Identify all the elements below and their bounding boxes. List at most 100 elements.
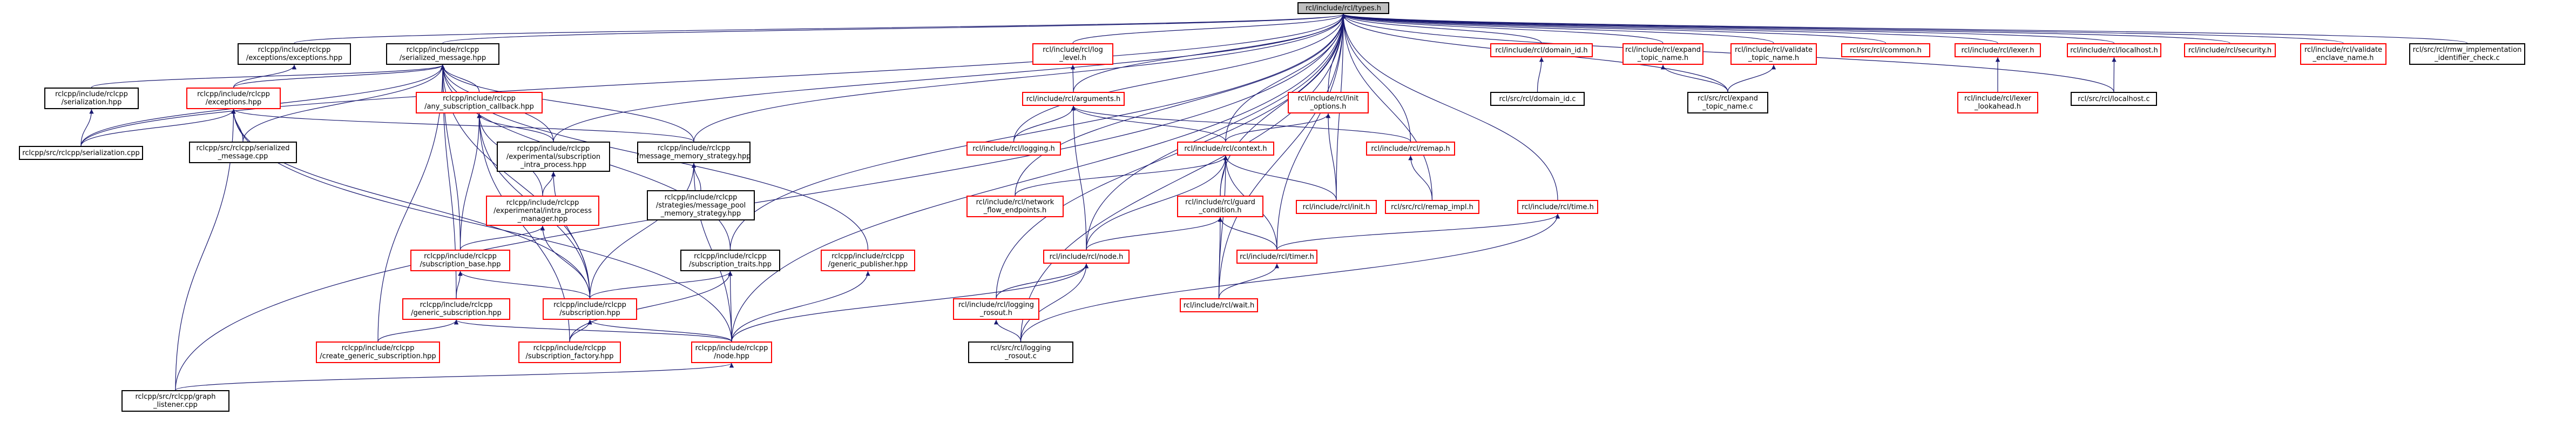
dependency-edge <box>1013 105 1076 142</box>
node-rcl-expand-topic-name-c[interactable]: rcl/src/rcl/expand _topic_name.c <box>1687 92 1768 113</box>
node-rclcpp-exceptions-exceptions-hpp[interactable]: rclcpp/include/rclcpp /exceptions/except… <box>238 43 351 65</box>
dependency-edge <box>540 225 591 299</box>
node-rcl-init-options-h[interactable]: rcl/include/rcl/init _options.h <box>1288 92 1369 113</box>
node-rcl-node-h[interactable]: rcl/include/rcl/node.h <box>1043 250 1130 264</box>
node-rcl-expand-topic-name-h[interactable]: rcl/include/rcl/expand _topic_name.h <box>1622 43 1703 65</box>
node-rcl-remap-impl-h[interactable]: rcl/src/rcl/remap_impl.h <box>1385 200 1479 214</box>
dependency-edge <box>1218 217 1223 299</box>
node-rcl-log-level-h[interactable]: rcl/include/rcl/log _level.h <box>1032 43 1113 65</box>
dependency-edge <box>1341 14 2468 44</box>
dependency-edge <box>175 14 1346 391</box>
dependency-edge <box>459 113 482 250</box>
node-rcl-time-h[interactable]: rcl/include/rcl/time.h <box>1517 200 1598 214</box>
node-rcl-guard-condition-h[interactable]: rcl/include/rcl/guard _condition.h <box>1177 196 1263 217</box>
node-rclcpp-serialized-message-hpp[interactable]: rclcpp/include/rclcpp /serialized_messag… <box>386 43 499 65</box>
dependency-edge <box>996 14 1346 299</box>
node-rcl-logging-h[interactable]: rcl/include/rcl/logging.h <box>966 142 1061 156</box>
node-rclcpp-serialization-hpp[interactable]: rclcpp/include/rclcpp /serialization.hpp <box>44 88 139 109</box>
dependency-edge <box>80 14 1346 146</box>
node-rclcpp-experimental-intra-process-manager-hpp[interactable]: rclcpp/include/rclcpp /experimental/intr… <box>486 196 599 226</box>
dependency-edge <box>1341 14 2344 44</box>
dependency-edge <box>1015 14 1346 196</box>
node-rcl-context-h[interactable]: rcl/include/rcl/context.h <box>1177 142 1274 156</box>
node-rclcpp-generic-subscription-hpp[interactable]: rclcpp/include/rclcpp /generic_subscript… <box>402 298 510 320</box>
node-rcl-common-h[interactable]: rcl/src/rcl/common.h <box>1841 43 1930 57</box>
dependency-edge <box>233 64 445 88</box>
dependency-edge <box>1341 14 1887 44</box>
dependency-edge <box>1341 14 2115 44</box>
dependency-edge <box>729 14 1346 250</box>
node-rclcpp-subscription-factory-hpp[interactable]: rclcpp/include/rclcpp /subscription_fact… <box>518 341 621 363</box>
dependency-edge <box>1276 213 1560 250</box>
node-rcl-domain-id-h[interactable]: rcl/include/rcl/domain_id.h <box>1490 43 1593 57</box>
dependency-edge <box>1341 14 1664 44</box>
dependency-edge <box>1341 14 2230 44</box>
node-rcl-timer-h[interactable]: rcl/include/rcl/timer.h <box>1236 250 1317 264</box>
dependency-edge <box>589 271 733 299</box>
node-rclcpp-exceptions-hpp[interactable]: rclcpp/include/rclcpp /exceptions.hpp <box>186 88 281 109</box>
node-rclcpp-experimental-subscription-intra-process-hpp[interactable]: rclcpp/include/rclcpp /experimental/subs… <box>497 142 610 172</box>
node-rclcpp-message-memory-strategy-hpp[interactable]: rclcpp/include/rclcpp /message_memory_st… <box>637 142 751 163</box>
dependency-edge <box>1071 105 1411 142</box>
node-rclcpp-serialization-cpp[interactable]: rclcpp/src/rclcpp/serialization.cpp <box>19 146 143 160</box>
dependency-edge <box>1660 64 1728 92</box>
node-rcl-validate-enclave-name-h[interactable]: rcl/include/rcl/validate _enclave_name.h <box>2300 43 2386 65</box>
node-rcl-logging-rosout-h[interactable]: rcl/include/rcl/logging _rosout.h <box>953 298 1039 320</box>
dependency-edge <box>1341 14 1998 44</box>
dependency-edge <box>1341 14 2114 92</box>
node-rcl-localhost-c[interactable]: rcl/src/rcl/localhost.c <box>2071 92 2157 106</box>
dependency-edge <box>693 14 1346 142</box>
dependency-edge <box>454 319 732 342</box>
dependency-edge <box>442 14 1346 44</box>
dependency-edge <box>231 109 244 142</box>
dependency-edge <box>1341 14 1433 200</box>
dependency-edge <box>1341 14 1411 142</box>
dependency-edge <box>1727 64 1776 92</box>
dependency-edge <box>1086 217 1223 250</box>
dependency-edge <box>1020 263 1089 342</box>
node-rclcpp-subscription-hpp[interactable]: rclcpp/include/rclcpp /subscription.hpp <box>543 298 637 320</box>
node-rclcpp-subscription-traits-hpp[interactable]: rclcpp/include/rclcpp /subscription_trai… <box>680 250 780 271</box>
dependency-edge <box>175 363 734 391</box>
node-rcl-remap-h[interactable]: rcl/include/rcl/remap.h <box>1366 142 1455 156</box>
node-rclcpp-node-hpp[interactable]: rclcpp/include/rclcpp /node.hpp <box>691 341 772 363</box>
dependency-edge <box>589 163 697 299</box>
dependency-edge <box>1013 14 1346 142</box>
node-rclcpp-create-generic-subscription-hpp[interactable]: rclcpp/include/rclcpp /create_generic_su… <box>316 341 440 363</box>
node-rcl-lexer-h[interactable]: rcl/include/rcl/lexer.h <box>1955 43 2041 57</box>
dependency-edge <box>91 64 445 88</box>
node-rcl-init-h[interactable]: rcl/include/rcl/init.h <box>1296 200 1377 214</box>
node-rcl-lexer-lookahead-h[interactable]: rcl/include/rcl/lexer _lookahead.h <box>1957 92 2038 113</box>
node-rclcpp-generic-publisher-hpp[interactable]: rclcpp/include/rclcpp /generic_publisher… <box>821 250 915 271</box>
dependency-edge <box>993 319 1022 342</box>
dependency-edge <box>294 14 1346 44</box>
node-rcl-localhost-h[interactable]: rcl/include/rcl/localhost.h <box>2067 43 2161 57</box>
node-rcl-wait-h[interactable]: rcl/include/rcl/wait.h <box>1180 298 1258 312</box>
dependency-edge <box>1020 14 1346 342</box>
dependency-edge <box>553 14 1346 142</box>
node-rclcpp-serialized-message-cpp[interactable]: rclcpp/src/rclcpp/serialized _message.cp… <box>189 142 297 163</box>
node-rcl-security-h[interactable]: rcl/include/rcl/security.h <box>2184 43 2276 57</box>
dependency-edge <box>1225 113 1331 142</box>
dependency-edge <box>587 319 732 342</box>
dependency-edge <box>1220 14 1346 196</box>
dependency-edge <box>728 271 733 342</box>
dependency-edge <box>1015 155 1228 196</box>
dependency-edge <box>1086 14 1346 250</box>
dependency-edge <box>377 319 459 342</box>
node-rclcpp-subscription-base-hpp[interactable]: rclcpp/include/rclcpp /subscription_base… <box>410 250 510 271</box>
node-rclcpp-any-subscription-callback-hpp[interactable]: rclcpp/include/rclcpp /any_subscription_… <box>416 92 543 113</box>
node-rclcpp-graph-listener-cpp[interactable]: rclcpp/src/rclcpp/graph _listener.cpp <box>121 390 229 412</box>
dependency-edge <box>1071 105 1087 250</box>
dependency-edge <box>1341 14 1774 44</box>
node-rcl-validate-topic-name-h[interactable]: rcl/include/rcl/validate _topic_name.h <box>1730 43 1817 65</box>
dependency-edge <box>477 113 554 142</box>
node-rcl-logging-rosout-c[interactable]: rcl/src/rcl/logging _rosout.c <box>968 341 1073 363</box>
node-rcl-network-flow-endpoints-h[interactable]: rcl/include/rcl/network _flow_endpoints.… <box>966 196 1064 217</box>
node-rcl-domain-id-c[interactable]: rcl/src/rcl/domain_id.c <box>1490 92 1585 106</box>
node-rcl-arguments-h[interactable]: rcl/include/rcl/arguments.h <box>1022 92 1125 106</box>
node-rcl-types-h: rcl/include/rcl/types.h <box>1297 2 1389 14</box>
node-rcl-rmw-implementation-identifier-check-c[interactable]: rcl/src/rcl/rmw_implementation _identifi… <box>2409 43 2525 65</box>
dependency-edge <box>1326 113 1337 200</box>
node-rclcpp-strategies-message-pool-memory-strategy-hpp[interactable]: rclcpp/include/rclcpp /strategies/messag… <box>647 190 755 220</box>
